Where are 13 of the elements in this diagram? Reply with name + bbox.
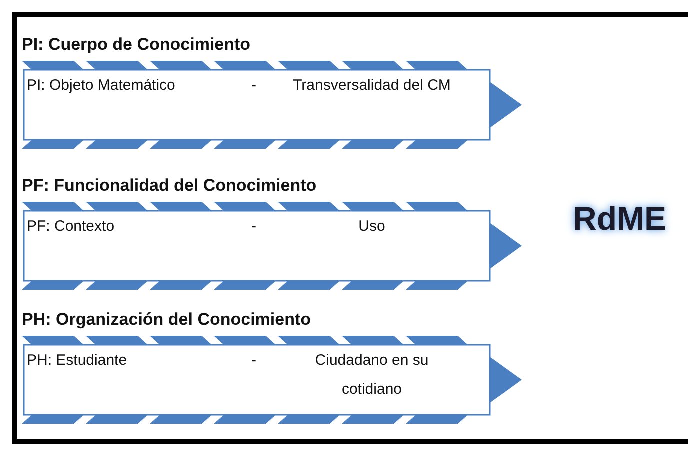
band-text: PH: Estudiante bbox=[27, 351, 128, 371]
rdme-title: RdME bbox=[573, 200, 666, 238]
band-text: Transversalidad del CM bbox=[292, 76, 452, 96]
band-heading: PF: Funcionalidad del Conocimiento bbox=[22, 176, 317, 196]
band-heading: PH: Organización del Conocimiento bbox=[22, 310, 312, 330]
dash-separator: - bbox=[250, 351, 258, 371]
band-text: Uso bbox=[358, 217, 386, 237]
band-heading: PI: Cuerpo de Conocimiento bbox=[22, 35, 251, 55]
dash-separator: - bbox=[250, 76, 258, 96]
dash-separator: - bbox=[250, 217, 258, 237]
band-text: Ciudadano en su cotidiano bbox=[314, 351, 430, 400]
band-text: PI: Objeto Matemático bbox=[27, 76, 176, 96]
band-text: PF: Contexto bbox=[27, 217, 116, 237]
